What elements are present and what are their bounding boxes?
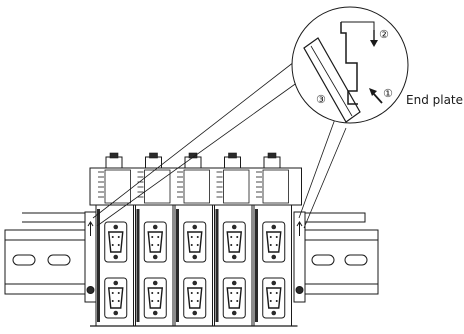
screw-icon — [271, 280, 277, 286]
arrow-step-2 — [370, 30, 378, 47]
dsub-connector — [143, 277, 167, 319]
screw-icon — [113, 280, 119, 286]
end-plate-left — [84, 211, 97, 303]
module-top-connector — [137, 152, 171, 204]
screw-icon — [113, 254, 119, 260]
screw-icon — [152, 280, 158, 286]
step-3-label: ③ — [316, 93, 326, 106]
io-module — [174, 204, 213, 327]
end-plate-right — [293, 211, 306, 303]
rail-slot-right-1 — [311, 254, 335, 266]
screw-icon — [231, 224, 237, 230]
screw-icon — [113, 310, 119, 316]
dsub-connector — [183, 221, 207, 263]
module-top-connector — [177, 152, 210, 204]
screw-icon — [231, 254, 237, 260]
screw-icon — [152, 224, 158, 230]
module-top-connector — [216, 152, 250, 204]
screw-icon — [192, 310, 198, 316]
din-rail-right — [299, 212, 379, 295]
dsub-connector — [222, 221, 246, 263]
rail-slot-left-2 — [47, 254, 71, 266]
dsub-connector — [262, 221, 286, 263]
screw-icon — [192, 254, 198, 260]
screw-icon — [271, 224, 277, 230]
io-module — [135, 204, 174, 327]
arrow-step-1 — [369, 88, 383, 104]
dsub-connector — [222, 277, 246, 319]
io-modules — [90, 204, 298, 327]
screw-icon — [271, 254, 277, 260]
dsub-connector — [104, 221, 128, 263]
screw-icon — [231, 310, 237, 316]
dsub-connector — [183, 277, 207, 319]
screw-icon — [152, 310, 158, 316]
step-1-label: ① — [383, 87, 393, 100]
screw-icon — [192, 280, 198, 286]
zoom-detail-circle: ② ① ③ — [291, 6, 409, 124]
io-module — [253, 204, 292, 327]
din-rail-left — [4, 212, 96, 295]
screw-icon — [152, 254, 158, 260]
end-plate-detail — [303, 37, 361, 123]
step-2-label: ② — [379, 28, 389, 41]
dsub-connector — [262, 277, 286, 319]
rail-slot-left-1 — [12, 254, 36, 266]
rail-slot-right-2 — [344, 254, 368, 266]
io-module — [95, 204, 134, 327]
dsub-connector — [104, 277, 128, 319]
screw-icon — [231, 280, 237, 286]
module-top-connector — [98, 152, 131, 204]
dsub-connector — [143, 221, 167, 263]
rail-profile-detail — [340, 22, 358, 105]
screw-icon — [113, 224, 119, 230]
module-top-connectors — [89, 152, 302, 206]
screw-icon — [192, 224, 198, 230]
screw-icon — [271, 310, 277, 316]
end-plate-label: End plate — [406, 93, 463, 107]
io-module — [214, 204, 253, 327]
zoom-leader-lines — [92, 54, 347, 229]
module-top-connector — [256, 152, 289, 204]
